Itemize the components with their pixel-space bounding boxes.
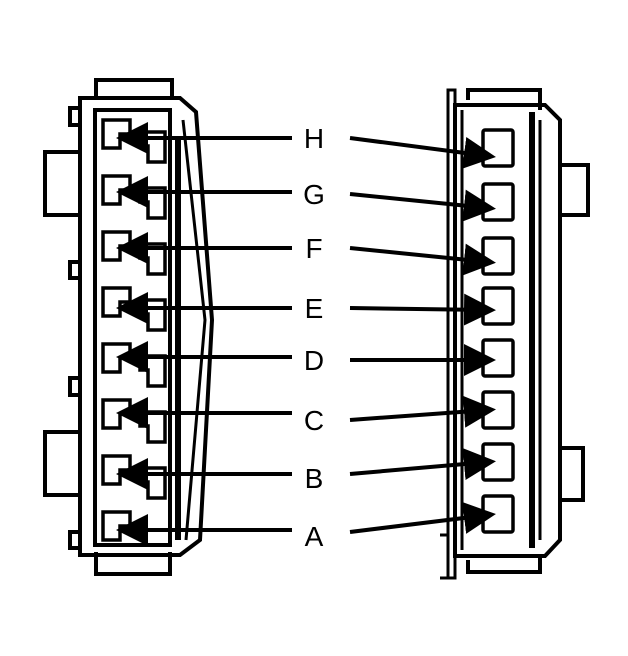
pin-label-b: B [305, 463, 324, 494]
pin-labels: H G F E D C B A [303, 123, 325, 552]
pin-label-c: C [304, 405, 324, 436]
leader-right-f [349, 243, 496, 276]
leader-right-e [349, 293, 496, 326]
leader-right-b [349, 448, 496, 481]
pin-label-d: D [304, 345, 324, 376]
leader-right-c [349, 395, 496, 428]
pin-label-h: H [304, 123, 324, 154]
left-connector [43, 78, 215, 576]
pin-label-e: E [305, 293, 324, 324]
left-connector-cavities [101, 118, 167, 542]
right-connector [440, 88, 590, 580]
leader-right-g [349, 189, 496, 222]
pin-label-g: G [303, 179, 325, 210]
leader-right-a [349, 502, 496, 534]
leader-right-h [349, 136, 496, 169]
pin-leader-arrows [116, 122, 496, 546]
right-connector-cavities [481, 128, 515, 534]
pin-label-a: A [305, 521, 324, 552]
pin-label-f: F [305, 233, 322, 264]
